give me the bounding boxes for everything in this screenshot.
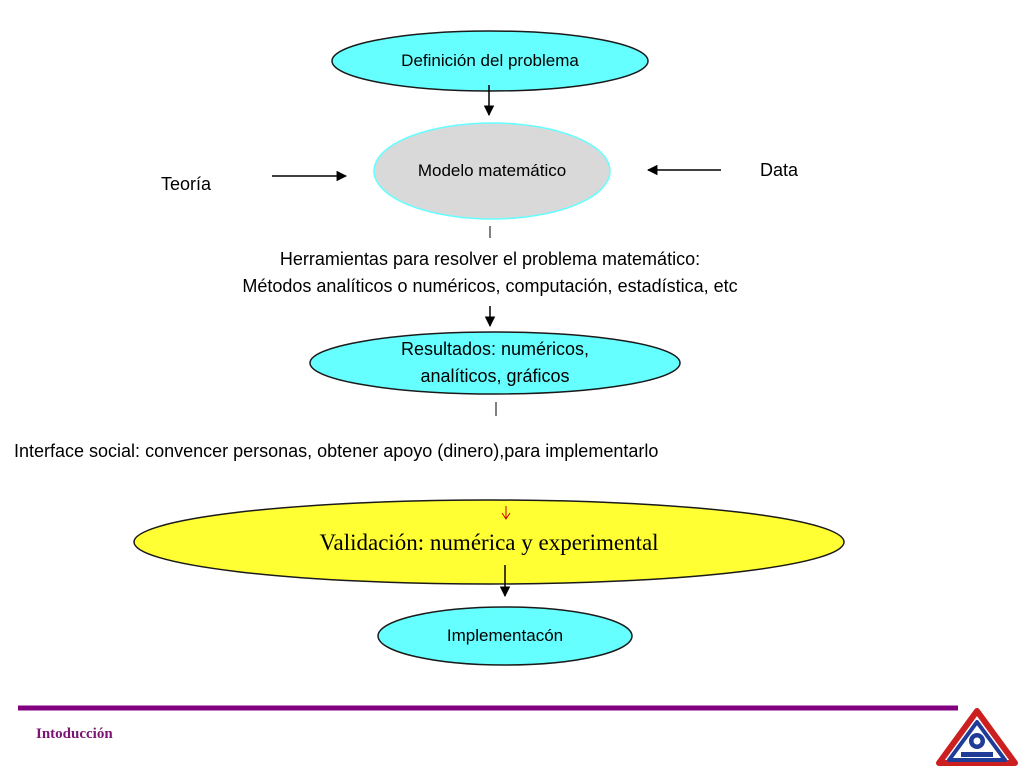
- node-results: Resultados: numéricos, analíticos, gráfi…: [400, 339, 590, 386]
- label-tools-line1: Herramientas para resolver el problema m…: [279, 249, 701, 269]
- results-ellipse: [309, 331, 681, 395]
- metrology-logo: [936, 708, 1018, 766]
- model-ellipse: [373, 122, 611, 220]
- node-validation: Validación: numérica y experimental: [319, 530, 659, 555]
- footer-section-label: Intoducción: [36, 726, 113, 742]
- label-tools-line2: Métodos analíticos o numéricos, computac…: [242, 276, 738, 296]
- node-model: Modelo matemático: [417, 161, 567, 180]
- label-theory: Teoría: [160, 174, 212, 194]
- small-red-arrow: [501, 506, 511, 520]
- label-social: Interface social: convencer personas, ob…: [14, 441, 659, 461]
- implementation-ellipse: [377, 606, 633, 666]
- label-data: Data: [759, 160, 799, 180]
- definition-ellipse: [331, 30, 649, 92]
- node-definition: Definición del problema: [401, 51, 579, 70]
- validation-ellipse: [133, 499, 845, 585]
- node-implementation: Implementacón: [446, 626, 564, 645]
